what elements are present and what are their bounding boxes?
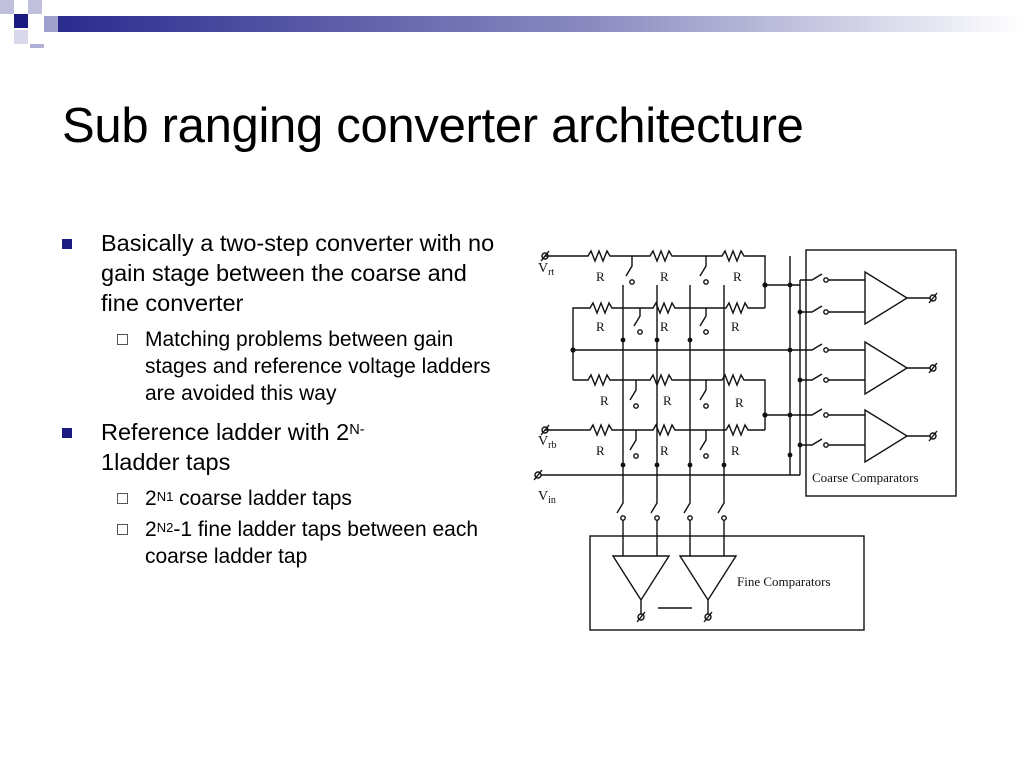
svg-text:R: R <box>731 443 740 458</box>
subranging-circuit-diagram: R R R R R R R R R R R R <box>533 249 957 631</box>
header-decoration <box>0 0 1024 48</box>
svg-text:R: R <box>660 319 669 334</box>
tap-buses <box>620 285 727 500</box>
voltage-labels: Vrt Vrb Vin <box>538 261 556 506</box>
bullet-list: Basically a two-step converter with no g… <box>62 228 502 574</box>
svg-text:Vin: Vin <box>538 489 556 506</box>
bullet-text-post: 1ladder taps <box>101 449 231 475</box>
svg-text:Vrb: Vrb <box>538 434 556 451</box>
sub-bullet-box-icon <box>117 334 128 345</box>
svg-text:R: R <box>596 269 605 284</box>
bullet-text-pre: Reference ladder with 2 <box>101 419 350 445</box>
sub-bullet-item: 2N1 coarse ladder taps <box>62 485 502 512</box>
svg-text:R: R <box>660 443 669 458</box>
svg-text:R: R <box>733 269 742 284</box>
svg-text:R: R <box>600 393 609 408</box>
svg-text:R: R <box>663 393 672 408</box>
resistor-ladder <box>545 249 800 437</box>
bullet-sup: N- <box>349 422 365 438</box>
sub-bullet-sup: N2 <box>156 520 174 535</box>
svg-text:R: R <box>735 395 744 410</box>
sub-bullet-text: Matching problems between gain stages an… <box>145 328 491 405</box>
sub-bullet-pre: 2 <box>145 518 157 541</box>
coarse-comparators-label: Coarse Comparators <box>812 470 919 485</box>
fine-comparators <box>589 500 865 631</box>
bullet-item: Basically a two-step converter with no g… <box>62 228 502 318</box>
sub-bullet-post: -1 fine ladder taps between each coarse … <box>145 518 479 568</box>
bullet-item: Reference ladder with 2N- 1ladder taps <box>62 417 502 477</box>
ladder-switches <box>625 256 709 459</box>
terminals <box>533 250 800 481</box>
svg-text:R: R <box>731 319 740 334</box>
sub-bullet-sup: N1 <box>156 489 174 504</box>
bullet-square-icon <box>62 428 72 438</box>
sub-bullet-box-icon <box>117 493 128 504</box>
sub-bullet-item: Matching problems between gain stages an… <box>62 326 502 407</box>
fine-comparators-label: Fine Comparators <box>737 574 831 589</box>
bullet-text: Basically a two-step converter with no g… <box>101 230 495 316</box>
slide-title: Sub ranging converter architecture <box>62 99 804 153</box>
bullet-square-icon <box>62 239 72 249</box>
svg-text:R: R <box>596 319 605 334</box>
sub-bullet-pre: 2 <box>145 487 157 510</box>
sub-bullet-item: 2N2-1 fine ladder taps between each coar… <box>62 516 502 570</box>
sub-bullet-post: coarse ladder taps <box>173 487 352 510</box>
sub-bullet-box-icon <box>117 524 128 535</box>
svg-text:Vrt: Vrt <box>538 261 554 278</box>
resistor-labels: R R R R R R R R R R R R <box>596 269 744 458</box>
svg-text:R: R <box>596 443 605 458</box>
svg-text:R: R <box>660 269 669 284</box>
coarse-comparators <box>787 249 957 497</box>
